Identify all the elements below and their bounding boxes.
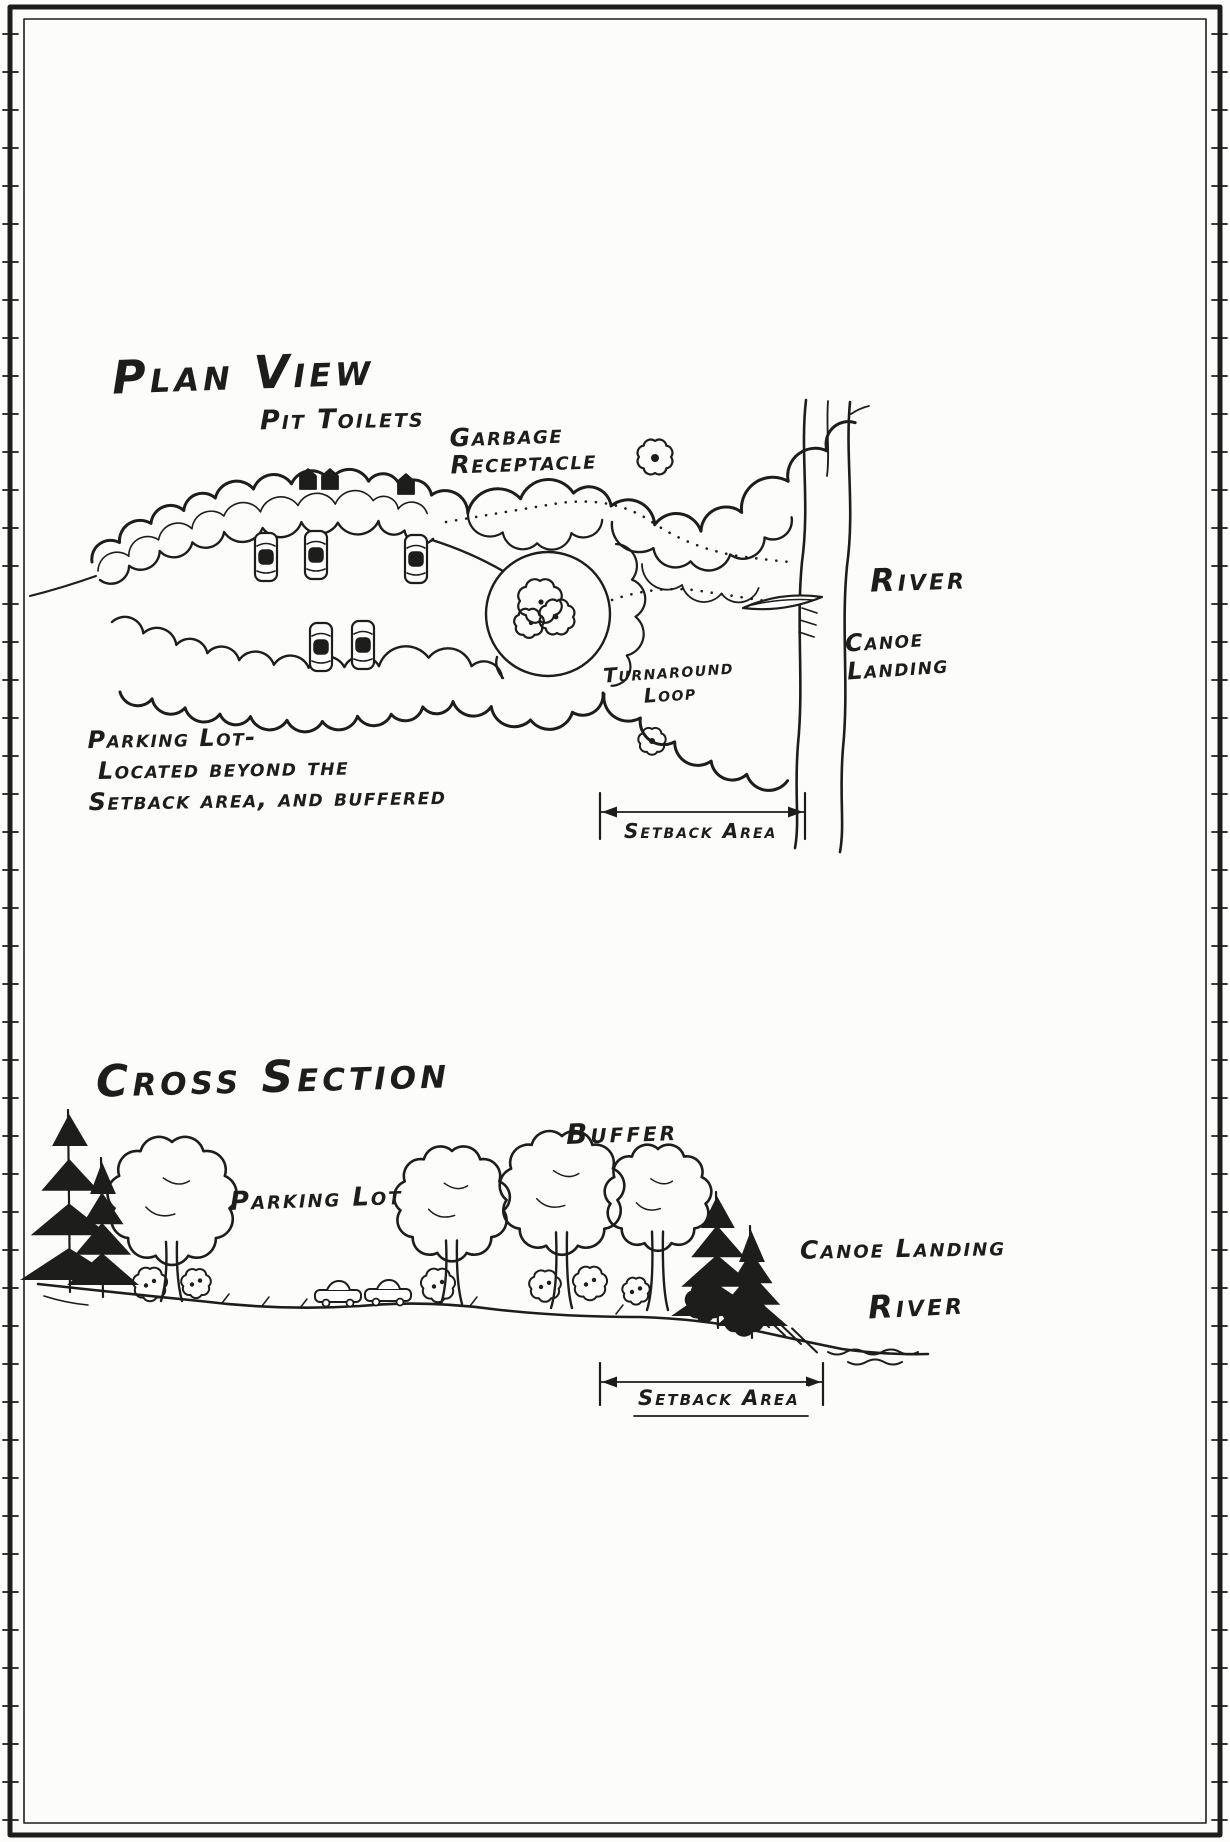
canoe-landing-label-cross: Canoe Landing [799,1232,1007,1265]
buffer-label: Buffer [565,1114,679,1151]
setback-area-label-cross: Setback Area [630,1386,808,1412]
parking-lot-label: Parking Lot [229,1180,403,1218]
pit-toilets-label: Pit Toilets [259,402,425,437]
garbage-receptacle-label: Garbage Receptacle [449,419,598,480]
sheet-frame [2,4,1228,1838]
canoe-landing-label-plan: Canoe Landing [844,624,950,686]
plan-view-title: Plan View [111,341,376,405]
cross-section-drawing [20,1108,930,1417]
cross-section-title: Cross Section [95,1047,451,1108]
parking-lot-note: Parking Lot- Located beyond the Setback … [87,723,447,817]
turnaround-loop-label: Turnaround Loop [602,654,735,708]
setback-area-label-plan: Setback Area [616,819,786,843]
plan-view-drawing [29,398,870,854]
river-label-plan: River [869,558,968,600]
river-label-cross: River [867,1283,966,1327]
